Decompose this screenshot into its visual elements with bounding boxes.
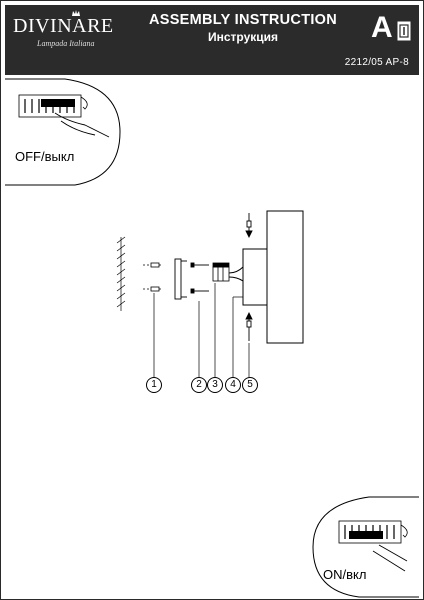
title-russian: Инструкция (207, 30, 279, 44)
step-number-2: 2 (191, 377, 207, 393)
breaker-on-illustration (312, 496, 419, 598)
step-number-5: 5 (242, 377, 258, 393)
terminal-block (212, 262, 230, 282)
step-number-1: 1 (146, 377, 162, 393)
screw-arrows (245, 213, 253, 341)
step-number-3: 3 (207, 377, 223, 393)
breaker-on-label: ON/вкл (323, 567, 367, 582)
document-icon (397, 21, 411, 41)
brand-logo: DIVINARE (13, 15, 114, 37)
model-code: 2212/05 AP-8 (344, 57, 409, 68)
leader-lines (153, 283, 250, 377)
brand-tagline: Lampada Italiana (37, 39, 95, 48)
lamp-body (228, 210, 304, 344)
assembly-diagram (116, 210, 304, 377)
category-letter: A (371, 11, 393, 44)
breaker-off-illustration (5, 78, 121, 186)
screws (190, 262, 209, 294)
crown-icon (72, 10, 80, 16)
wall-hatching (116, 236, 126, 311)
wall-plugs (143, 262, 163, 292)
breaker-off-label: OFF/выкл (15, 149, 75, 164)
mounting-bracket (174, 258, 187, 300)
step-number-4: 4 (225, 377, 241, 393)
header-bar: DIVINARE Lampada Italiana ASSEMBLY INSTR… (5, 5, 419, 75)
title-english: ASSEMBLY INSTRUCTION (148, 12, 338, 28)
